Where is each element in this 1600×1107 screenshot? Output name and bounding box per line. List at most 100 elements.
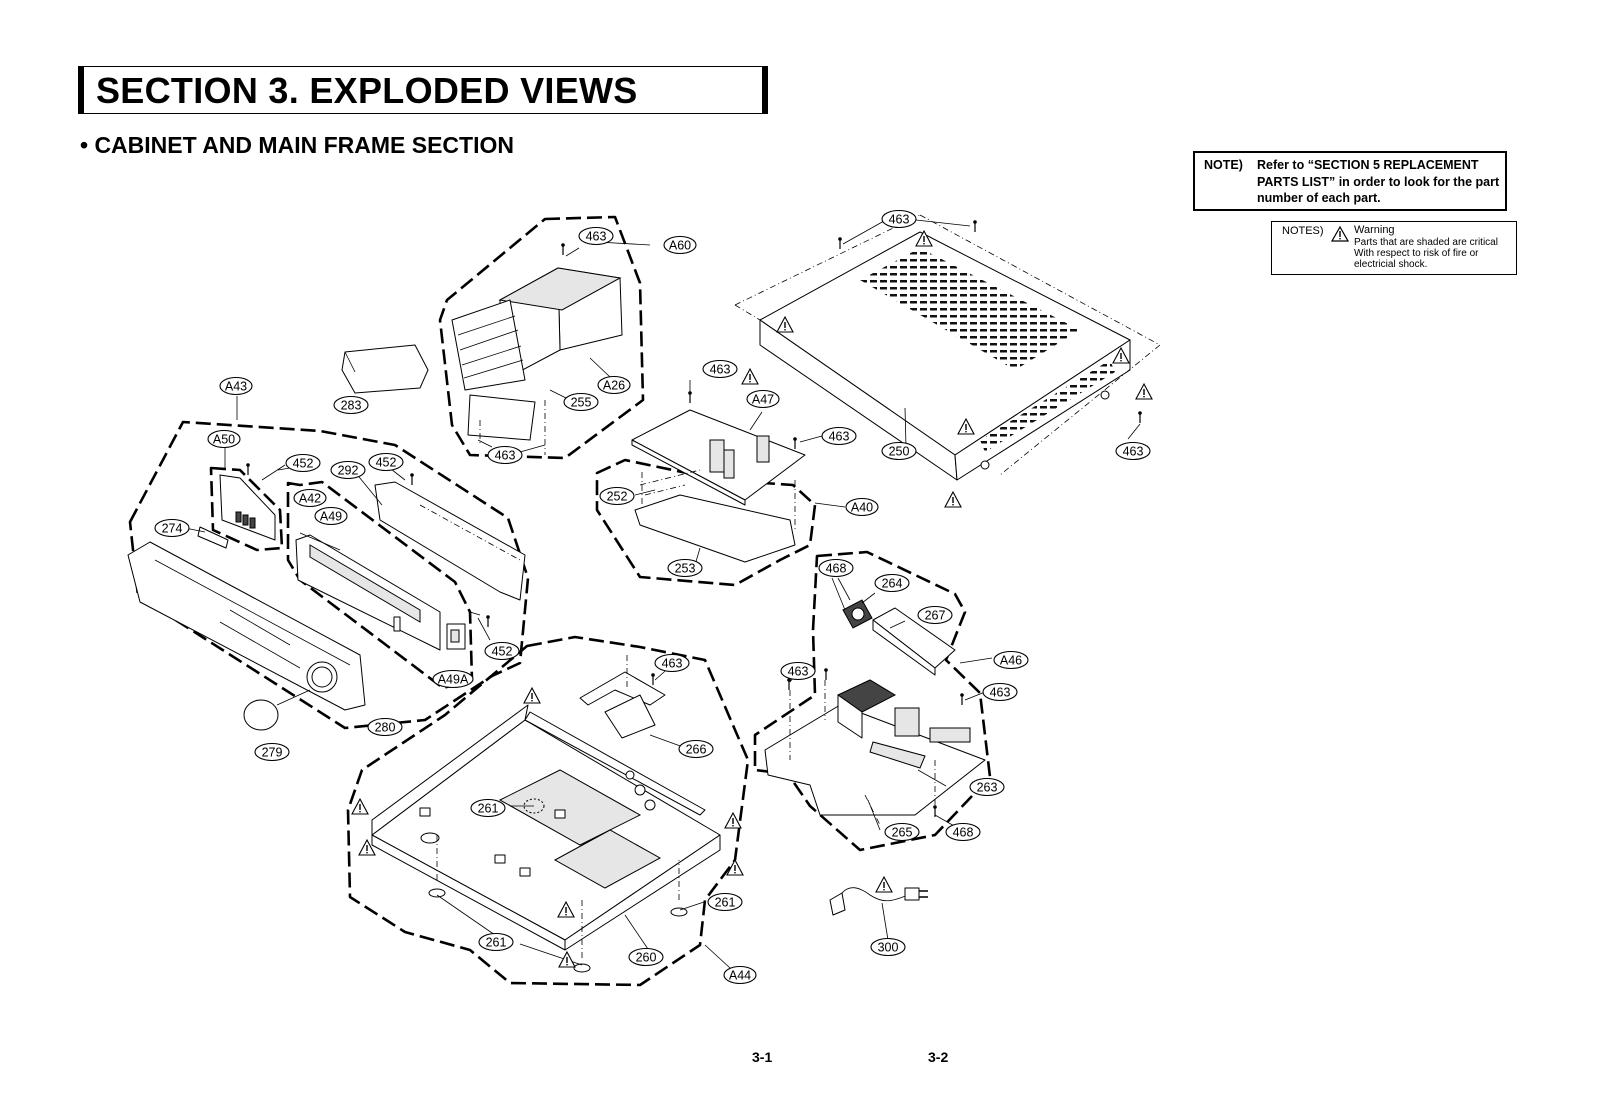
svg-text:452: 452 xyxy=(492,645,513,659)
callout: 261 xyxy=(470,798,506,818)
callout: A49 xyxy=(314,506,348,526)
warning-triangle-icon xyxy=(351,798,369,815)
svg-text:280: 280 xyxy=(375,721,396,735)
section-title: SECTION 3. EXPLODED VIEWS xyxy=(96,70,638,111)
svg-text:452: 452 xyxy=(376,456,397,470)
bracket-292 xyxy=(374,481,526,601)
svg-text:463: 463 xyxy=(662,657,683,671)
callout: A46 xyxy=(993,650,1029,670)
svg-text:267: 267 xyxy=(925,609,946,623)
callout: 280 xyxy=(367,717,403,737)
power-cord-300 xyxy=(829,887,928,941)
group-outline-a49 xyxy=(286,480,474,690)
callout: A43 xyxy=(219,376,253,396)
callout: 253 xyxy=(667,558,703,578)
callout: 255 xyxy=(563,392,599,412)
svg-text:255: 255 xyxy=(571,396,592,410)
chassis-a44 xyxy=(371,704,721,973)
callout: A42 xyxy=(293,488,327,508)
plate-a40 xyxy=(634,469,796,563)
svg-text:252: 252 xyxy=(607,490,628,504)
callout: 468 xyxy=(818,558,854,578)
svg-text:265: 265 xyxy=(892,826,913,840)
svg-text:A47: A47 xyxy=(752,393,774,407)
callout: 261 xyxy=(707,892,743,912)
callout: A40 xyxy=(845,497,879,517)
callout: A26 xyxy=(597,375,631,395)
svg-text:A40: A40 xyxy=(851,501,873,515)
callout: 279 xyxy=(254,742,290,762)
warning-text: Parts that are shaded are critical With … xyxy=(1354,237,1498,270)
note-label: NOTE) xyxy=(1204,158,1243,172)
svg-text:468: 468 xyxy=(826,562,847,576)
svg-text:292: 292 xyxy=(338,464,359,478)
callout: 463 xyxy=(578,226,614,246)
callout: 463 xyxy=(982,682,1018,702)
svg-text:A42: A42 xyxy=(299,492,321,506)
callout: 264 xyxy=(874,573,910,593)
bracket-266 xyxy=(579,655,666,739)
svg-text:463: 463 xyxy=(495,449,516,463)
svg-text:283: 283 xyxy=(341,399,362,413)
callout: 463 xyxy=(821,426,857,446)
display-board-a49 xyxy=(295,534,441,651)
callout: 463 xyxy=(702,359,738,379)
section-header: SECTION 3. EXPLODED VIEWS xyxy=(78,66,768,114)
power-board-a46 xyxy=(764,667,986,826)
cd-mechanism-a60 xyxy=(451,242,623,455)
callout: 452 xyxy=(484,641,520,661)
svg-text:A43: A43 xyxy=(225,380,247,394)
callout: A44 xyxy=(723,965,757,985)
page-number-left: 3-1 xyxy=(752,1049,773,1065)
notes-label: NOTES) xyxy=(1282,225,1324,237)
board-a49a xyxy=(446,623,466,650)
svg-text:A60: A60 xyxy=(669,239,691,253)
pcb-a47 xyxy=(631,390,806,530)
group-outline-a44 xyxy=(346,635,750,987)
svg-text:261: 261 xyxy=(715,896,736,910)
svg-text:463: 463 xyxy=(586,230,607,244)
warning-triangle-icon xyxy=(1135,383,1153,400)
callout: 452 xyxy=(368,452,404,472)
callout: 283 xyxy=(333,395,369,415)
callout: 274 xyxy=(154,518,190,538)
svg-text:261: 261 xyxy=(486,936,507,950)
group-outline-a50 xyxy=(209,466,284,552)
svg-text:A26: A26 xyxy=(603,379,625,393)
svg-text:463: 463 xyxy=(829,430,850,444)
svg-text:A49A: A49A xyxy=(438,673,469,687)
callout: A50 xyxy=(207,429,241,449)
callout: 265 xyxy=(884,822,920,842)
warning-triangle-icon xyxy=(741,368,759,385)
callout: 267 xyxy=(917,605,953,625)
callout: 252 xyxy=(599,486,635,506)
svg-text:A44: A44 xyxy=(729,969,751,983)
svg-text:274: 274 xyxy=(162,522,183,536)
callout: 300 xyxy=(870,937,906,957)
callout: 266 xyxy=(678,739,714,759)
note-box: NOTE) Refer to “SECTION 5 REPLACEMENT PA… xyxy=(1193,151,1507,211)
warning-triangle-icon xyxy=(875,876,893,893)
svg-text:463: 463 xyxy=(990,686,1011,700)
callout: 292 xyxy=(330,460,366,480)
callout: 263 xyxy=(969,777,1005,797)
callout: A60 xyxy=(663,235,697,255)
callout: 260 xyxy=(628,947,664,967)
block-283 xyxy=(341,344,429,394)
warning-title: Warning xyxy=(1354,224,1395,236)
callout: 463 xyxy=(1115,441,1151,461)
callout: 250 xyxy=(881,441,917,461)
callout: 452 xyxy=(285,453,321,473)
svg-text:463: 463 xyxy=(1123,445,1144,459)
subsection-title: • CABINET AND MAIN FRAME SECTION xyxy=(80,132,514,158)
svg-text:463: 463 xyxy=(788,665,809,679)
warning-triangle-icon xyxy=(523,687,541,704)
svg-text:264: 264 xyxy=(882,577,903,591)
svg-text:263: 263 xyxy=(977,781,998,795)
svg-text:A50: A50 xyxy=(213,433,235,447)
group-outline-a46 xyxy=(753,550,992,852)
fan-264 xyxy=(842,599,873,629)
svg-text:A49: A49 xyxy=(320,510,342,524)
front-panel-a43 xyxy=(127,526,366,731)
